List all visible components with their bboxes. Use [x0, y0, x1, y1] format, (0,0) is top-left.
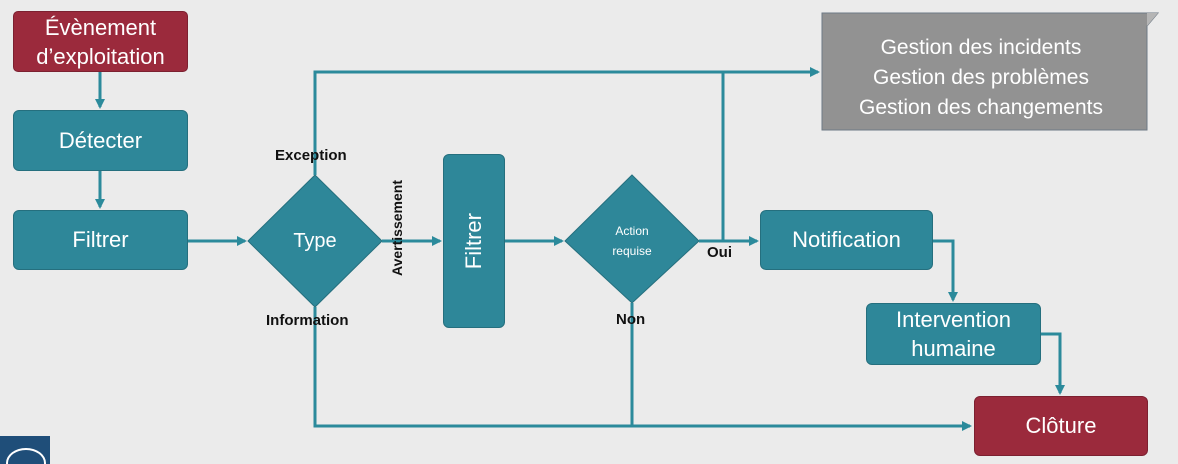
intervention-node: Intervention humaine: [866, 303, 1041, 365]
information-label: Information: [266, 312, 349, 329]
type-diamond: [247, 174, 383, 308]
filter-node-1: Filtrer: [13, 210, 188, 270]
arrow-intervention-closure: [1041, 332, 1065, 395]
process-item: Gestion des problèmes: [873, 66, 1089, 89]
oui-label: Oui: [707, 244, 732, 261]
event-node: Évènement d’exploitation: [13, 11, 188, 72]
avertissement-label: Avertissement: [389, 180, 405, 276]
exception-label: Exception: [275, 147, 347, 164]
closure-label: Clôture: [1025, 413, 1097, 438]
arrow-information-closure: [313, 307, 972, 431]
detect-label: Détecter: [58, 127, 143, 153]
closure-node: Clôture: [974, 396, 1148, 456]
process-item: Gestion des changements: [859, 96, 1103, 119]
process-list: Gestion des incidents Gestion des problè…: [826, 33, 1136, 123]
arrow-exception-processes: [313, 67, 820, 175]
action-diamond: [564, 174, 700, 304]
arrow-notification-intervention: [933, 239, 958, 302]
intervention-label: Intervention humaine: [896, 307, 1011, 361]
filter-label-2: Filtrer: [461, 212, 486, 270]
process-document-shape: [821, 12, 1160, 131]
notification-node: Notification: [760, 210, 933, 270]
event-label: Évènement d’exploitation: [36, 14, 165, 69]
process-item: Gestion des incidents: [880, 36, 1082, 59]
detect-node: Détecter: [13, 110, 188, 171]
notification-label: Notification: [792, 227, 901, 252]
non-label: Non: [616, 311, 646, 328]
filter-node-2: Filtrer: [443, 154, 505, 328]
filter-label-1: Filtrer: [72, 227, 129, 252]
logo-fragment: [0, 436, 50, 464]
